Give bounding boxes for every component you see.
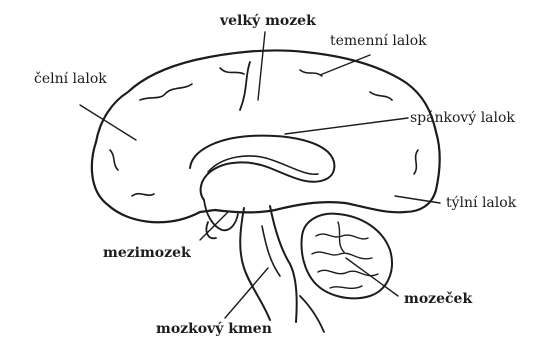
brainstem-tail [300, 296, 324, 332]
label-mezimozek: mezimozek [103, 246, 191, 260]
leader-spankovy-lalok [285, 118, 408, 134]
cerebrum-gyrus-line [132, 194, 154, 196]
brainstem-left [240, 208, 270, 320]
leader-mezimozek [200, 212, 228, 240]
label-mozecek: mozeček [404, 292, 472, 306]
central-sulcus [240, 62, 250, 110]
cerebellum-folia [312, 252, 372, 259]
leader-velky-mozek [258, 32, 265, 100]
cerebrum-gyrus-line [414, 150, 418, 174]
label-temenni-lalok: temenní lalok [330, 34, 427, 48]
diencephalon-outline [204, 200, 238, 230]
cerebrum-gyrus-line [110, 150, 118, 170]
cerebrum-gyrus-line [370, 92, 392, 100]
label-tylni-lalok: týlní lalok [446, 196, 516, 210]
label-spankovy-lalok: spánkový lalok [410, 111, 515, 125]
cerebrum-gyrus-line [300, 70, 322, 76]
label-velky-mozek: velký mozek [220, 14, 316, 28]
cerebrum-gyrus-line [220, 68, 244, 74]
cerebrum-gyrus-line [140, 84, 192, 100]
cerebellum-folia [316, 234, 368, 239]
cerebellum-outline [302, 214, 392, 299]
label-mozkovy-kmen: mozkový kmen [156, 322, 272, 336]
brainstem-right [270, 206, 297, 322]
cerebellum-folia [330, 286, 362, 288]
label-celni-lalok: čelní lalok [34, 72, 107, 86]
